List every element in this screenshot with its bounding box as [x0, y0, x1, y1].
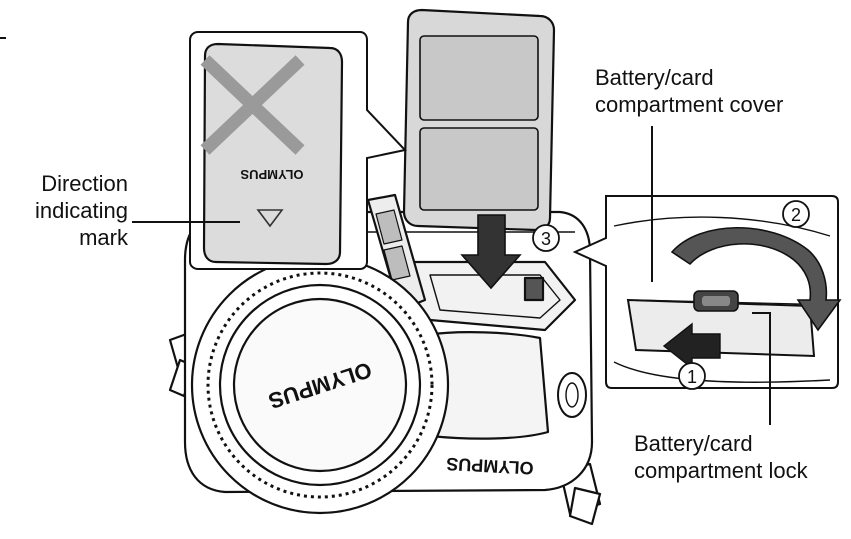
step-3-marker: 3: [532, 224, 560, 252]
arrow-left-icon: [662, 322, 721, 370]
label-compartment-cover: Battery/card compartment cover: [595, 64, 845, 118]
front-brand: OLYMPUS: [446, 454, 534, 479]
label-direction-mark: Direction indicating mark: [0, 170, 128, 251]
label-direction-mark-line1: Direction: [41, 171, 128, 196]
label-direction-mark-line3: mark: [79, 225, 128, 250]
label-lock-line1: Battery/card: [634, 431, 753, 456]
battery-brand: OLYMPUS: [240, 167, 303, 182]
label-compartment-lock: Battery/card compartment lock: [634, 430, 849, 484]
svg-text:1: 1: [687, 367, 697, 387]
label-cover-line2: compartment cover: [595, 92, 784, 117]
step-1-marker: 1: [678, 362, 706, 390]
curved-arrow-icon: [670, 227, 842, 332]
step-2-marker: 2: [782, 200, 810, 228]
label-lock-line2: compartment lock: [634, 458, 808, 483]
leader-lines: [132, 126, 771, 425]
svg-text:2: 2: [791, 205, 801, 225]
label-cover-line1: Battery/card: [595, 65, 714, 90]
inset-cover-detail: [572, 195, 842, 389]
direction-mark-icon: [256, 209, 284, 228]
inset-wrong-orientation: OLYMPUS: [189, 31, 407, 270]
svg-text:3: 3: [541, 229, 551, 249]
arrow-down-icon: [460, 214, 522, 290]
battery: [402, 8, 556, 232]
x-mark-icon: [200, 55, 305, 155]
label-direction-mark-line2: indicating: [35, 198, 128, 223]
camera-body: [168, 193, 602, 526]
